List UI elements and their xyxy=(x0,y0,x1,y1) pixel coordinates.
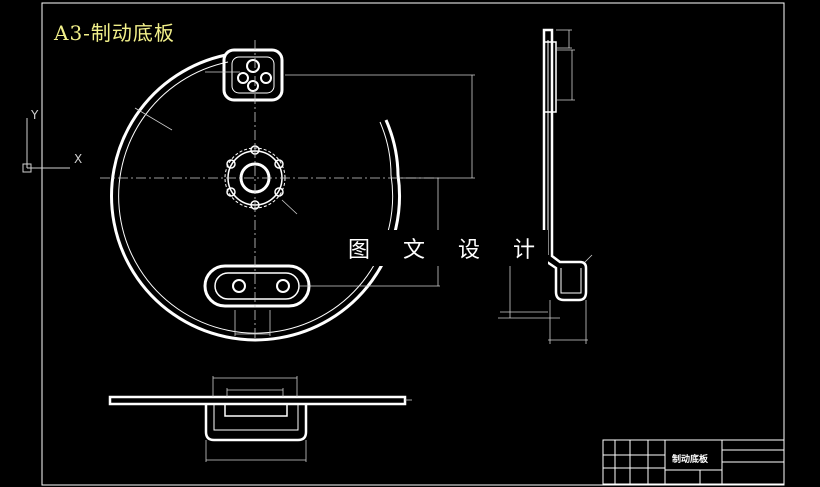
side-profile-inner xyxy=(547,40,582,294)
front-view xyxy=(110,48,402,342)
side-view xyxy=(542,28,588,302)
hub-outer xyxy=(227,150,283,206)
bottom-view-dimensions xyxy=(205,376,412,462)
hub-bolt-2 xyxy=(274,159,284,169)
side-profile-outer xyxy=(542,28,588,302)
top-hole-3 xyxy=(260,72,272,84)
title-block xyxy=(602,439,785,485)
bottom-plate xyxy=(108,395,407,406)
disk-inner-rim xyxy=(118,61,394,334)
drawing-border xyxy=(41,2,785,486)
bottom-hole-right xyxy=(276,279,290,293)
bottom-hole-left xyxy=(232,279,246,293)
top-hole-4 xyxy=(247,80,259,92)
drawing-title: A3-制动底板 xyxy=(54,21,175,45)
hub-bolt-5 xyxy=(226,187,236,197)
watermark-text: 图 文 设 计 xyxy=(346,230,548,266)
hub-bolt-6 xyxy=(226,159,236,169)
bottom-view xyxy=(108,395,407,442)
bottom-slot-outer xyxy=(203,264,311,308)
bottom-channel-outer xyxy=(204,404,308,442)
top-hole-1 xyxy=(246,59,260,73)
top-hole-2 xyxy=(237,72,249,84)
side-top-step xyxy=(543,41,557,113)
disk-outer-rim xyxy=(110,53,402,342)
bottom-channel-inner xyxy=(213,404,299,431)
ucs-icon xyxy=(22,118,70,173)
bottom-boss xyxy=(224,403,288,417)
front-view-dimensions xyxy=(100,40,475,340)
title-block-part-name: 制动底板 xyxy=(672,455,709,465)
hub-bolt-3 xyxy=(274,187,284,197)
top-mount-inner xyxy=(231,56,275,94)
bottom-slot-inner xyxy=(214,272,300,300)
ucs-x-label: X xyxy=(74,152,83,166)
top-mount-boss xyxy=(222,48,284,102)
ucs-y-label: Y xyxy=(31,108,39,122)
